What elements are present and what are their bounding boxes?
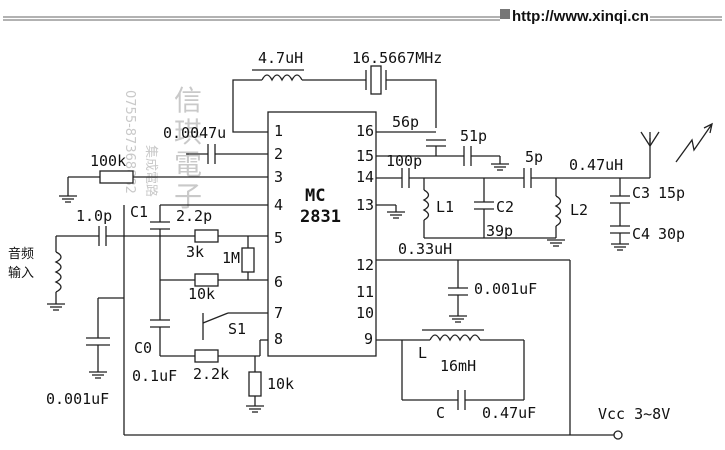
- ic-pin-10: 10: [356, 304, 374, 322]
- label-vcc: Vcc 3~8V: [598, 405, 670, 423]
- switch-s1: [202, 312, 268, 340]
- label-c4: C4: [632, 225, 650, 243]
- pin8-network: [194, 339, 268, 413]
- ic-pin-8: 8: [274, 330, 283, 348]
- label-c-100p: 100p: [386, 152, 422, 170]
- label-r-10k-b: 10k: [267, 375, 294, 393]
- cap-0047u: [186, 144, 268, 164]
- ic-name-line2: 2831: [300, 207, 341, 227]
- label-l-val: 16mH: [440, 357, 476, 375]
- label-c-5p: 5p: [525, 148, 543, 166]
- pin16-15-network: [376, 131, 510, 171]
- label-c3: C3: [632, 184, 650, 202]
- rf-output-network: [376, 122, 713, 251]
- ic-pin-11: 11: [356, 283, 374, 301]
- cap-c0: [150, 319, 195, 357]
- label-r-1m: 1M: [222, 249, 240, 267]
- ic-pin-14: 14: [356, 168, 374, 186]
- watermark-logo-char-1: 信: [174, 84, 202, 117]
- supply-rail: [86, 205, 623, 440]
- ic-pin-9: 9: [364, 330, 373, 348]
- label-c-0001uf-right: 0.001uF: [474, 280, 537, 298]
- ic-pin-12: 12: [356, 256, 374, 274]
- label-r-22k: 2.2k: [193, 365, 229, 383]
- watermark: 信 琪 電 子 0755-87368882 集成電路: [122, 84, 202, 213]
- label-c0-val: 0.1uF: [132, 367, 177, 385]
- label-audio-in-2: 输入: [8, 265, 34, 281]
- label-c-val: 0.47uF: [482, 404, 536, 422]
- header-url[interactable]: http://www.xinqi.cn: [512, 8, 649, 25]
- label-l1: L1: [436, 198, 454, 216]
- label-c2-val: 39p: [486, 222, 513, 240]
- ic-pin-3: 3: [274, 168, 283, 186]
- pin12-network: [376, 259, 571, 435]
- ic-pin-13: 13: [356, 196, 374, 214]
- ic-pin-4: 4: [274, 196, 283, 214]
- top-osc-network: [232, 65, 437, 133]
- ic-pin-labels: 1 2 3 4 5 6 7 8 16 15 14 13 12 11 10 9: [274, 122, 374, 348]
- label-c1: C1: [130, 203, 148, 221]
- label-c3-val: 15p: [658, 184, 685, 202]
- label-crystal: 16.5667MHz: [352, 49, 442, 67]
- pin4-network: [150, 204, 268, 320]
- label-audio-in-1: 音频: [8, 246, 34, 262]
- ic-mc2831: [267, 111, 377, 357]
- watermark-logo-char-3: 電: [174, 148, 202, 181]
- label-l-033uh: 0.33uH: [398, 240, 452, 258]
- watermark-logo-char-4: 子: [174, 180, 202, 213]
- ic-pin-16: 16: [356, 122, 374, 140]
- label-c2: C2: [496, 198, 514, 216]
- ic-pin-6: 6: [274, 273, 283, 291]
- ic-pin-5: 5: [274, 229, 283, 247]
- label-c-51p: 51p: [460, 127, 487, 145]
- resistor-100k: [58, 170, 268, 203]
- label-c4-val: 30p: [658, 225, 685, 243]
- label-c-56p: 56p: [392, 113, 419, 131]
- label-c-1p: 1.0p: [76, 207, 112, 225]
- ic-pin-1: 1: [274, 122, 283, 140]
- label-c0: C0: [134, 339, 152, 357]
- label-c: C: [436, 404, 445, 422]
- label-l-047uh: 0.47uH: [569, 156, 623, 174]
- label-l2: L2: [570, 201, 588, 219]
- site-header: http://www.xinqi.cn: [3, 8, 722, 25]
- label-s1: S1: [228, 320, 246, 338]
- audio-input: [46, 226, 160, 311]
- label-r-100k: 100k: [90, 152, 126, 170]
- label-c-0001uf-left: 0.001uF: [46, 390, 109, 408]
- label-c-0047u: 0.0047u: [163, 124, 226, 142]
- watermark-logo-char-2: 琪: [174, 116, 202, 149]
- label-c-22p: 2.2p: [176, 207, 212, 225]
- ic-pin-7: 7: [274, 304, 283, 322]
- label-r-3k: 3k: [186, 243, 204, 261]
- ic-name-line1: MC: [305, 186, 325, 206]
- pin9-network: [376, 329, 525, 410]
- watermark-small: 集成電路: [143, 145, 159, 197]
- watermark-phone: 0755-87368882: [122, 90, 137, 194]
- ic-pin-2: 2: [274, 145, 283, 163]
- label-r-10k-a: 10k: [188, 285, 215, 303]
- pin6-network: [160, 273, 268, 287]
- label-l: L: [418, 344, 427, 362]
- pin5-network: [160, 229, 268, 280]
- label-inductor-47uh: 4.7uH: [258, 49, 303, 67]
- ic-pin-15: 15: [356, 147, 374, 165]
